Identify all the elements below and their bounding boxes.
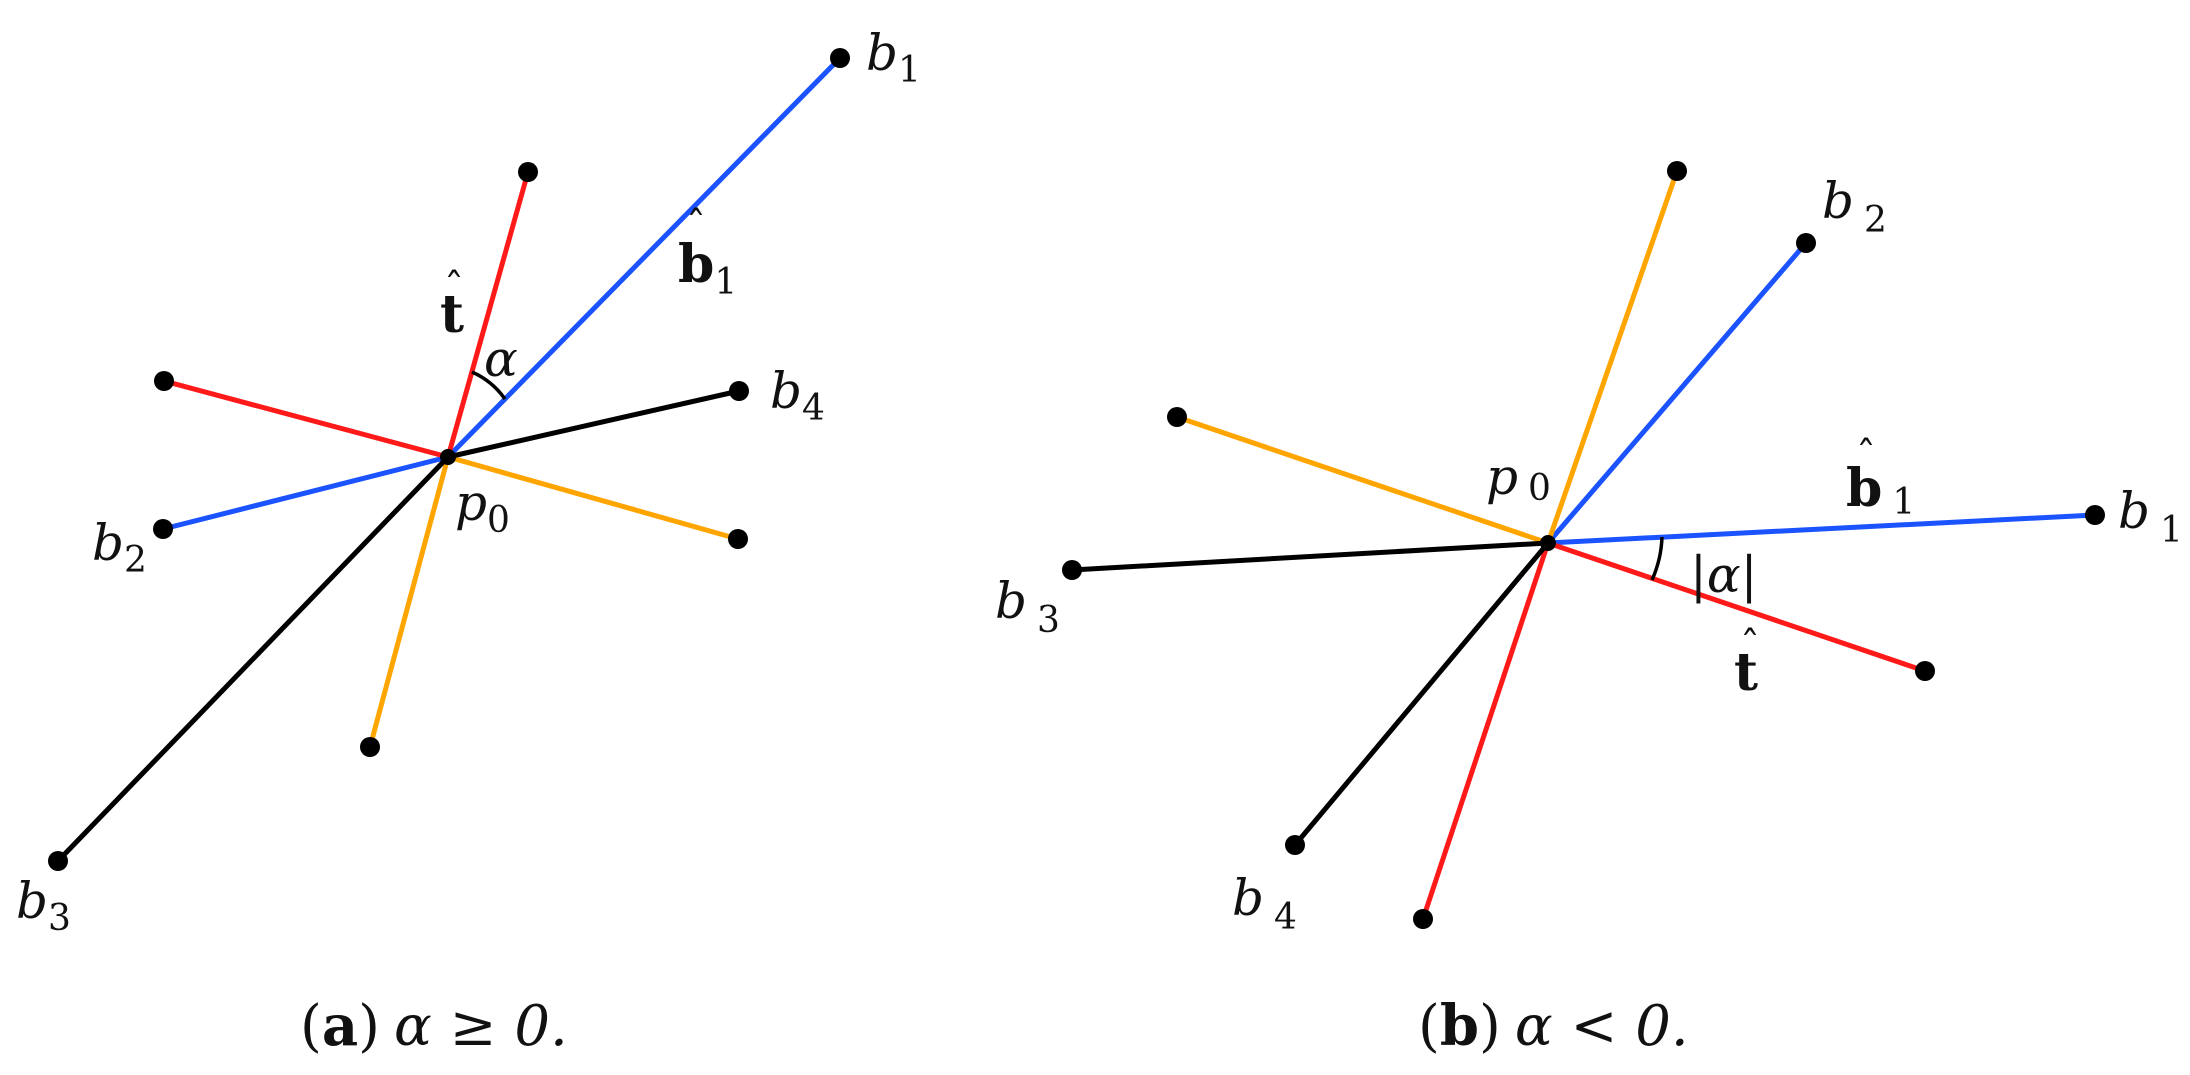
alpha-arc bbox=[471, 370, 507, 401]
line-p0-b1 bbox=[446, 56, 842, 459]
point-orange-right-end bbox=[728, 529, 748, 549]
point-orange-up-end bbox=[1667, 161, 1687, 181]
line-t-hat-up bbox=[445, 171, 531, 458]
label-t-hat: t bbox=[440, 284, 464, 345]
point-orange-down-end bbox=[360, 737, 380, 757]
point-b1 bbox=[830, 48, 850, 68]
label-p0: p0 bbox=[455, 474, 510, 541]
point-p0 bbox=[1540, 535, 1556, 551]
point-p0 bbox=[440, 449, 456, 465]
point-t-hat-end bbox=[1915, 661, 1935, 681]
label-alpha: α bbox=[484, 330, 518, 388]
line-p0-b4 bbox=[1293, 541, 1550, 847]
label-b4: b4 bbox=[770, 362, 825, 429]
line-p0-b2 bbox=[1546, 241, 1808, 545]
point-red-down-end bbox=[1413, 909, 1433, 929]
line-orange-down bbox=[367, 456, 451, 748]
label-b1: b1 bbox=[866, 24, 921, 91]
caption-b: (b)α < 0. bbox=[1418, 993, 1689, 1059]
line-p0-b2 bbox=[162, 454, 449, 532]
panel-a: b1 b2 b3 b4 p0 ˆ t ˆ b1 α (a)α ≥ 0. bbox=[16, 24, 921, 1059]
alpha-abs-arc bbox=[1650, 536, 1664, 581]
line-p0-b1 bbox=[1547, 512, 2096, 546]
point-b3 bbox=[1062, 560, 1082, 580]
line-orange-right bbox=[447, 454, 739, 542]
label-alpha-abs: |α| bbox=[1690, 546, 1757, 604]
point-b4 bbox=[1285, 835, 1305, 855]
caption-a: (a)α ≥ 0. bbox=[300, 993, 568, 1059]
label-b2: b2 bbox=[92, 514, 147, 581]
label-b1-hat-accent: ˆ bbox=[686, 204, 706, 250]
label-t-hat: t bbox=[1734, 642, 1758, 703]
point-b2 bbox=[153, 519, 173, 539]
label-b1-hat: b1 bbox=[678, 234, 737, 303]
point-t-hat-end bbox=[518, 162, 538, 182]
label-b3: b3 bbox=[16, 872, 71, 939]
label-t-hat-accent: ˆ bbox=[1740, 624, 1760, 670]
point-b1 bbox=[2085, 505, 2105, 525]
line-red-down bbox=[1420, 542, 1551, 920]
label-b1-hat-accent: ˆ bbox=[1856, 434, 1876, 480]
line-red-left bbox=[163, 378, 449, 460]
point-red-left-end bbox=[154, 371, 174, 391]
label-t-hat-accent: ˆ bbox=[444, 266, 464, 312]
line-p0-b3 bbox=[56, 455, 450, 863]
point-b3 bbox=[48, 851, 68, 871]
line-p0-b4 bbox=[447, 388, 740, 460]
point-orange-left-end bbox=[1167, 407, 1187, 427]
point-b4 bbox=[729, 381, 749, 401]
line-orange-up bbox=[1545, 170, 1680, 544]
line-t-hat bbox=[1547, 540, 1926, 674]
line-orange-left bbox=[1176, 414, 1549, 546]
point-b2 bbox=[1796, 233, 1816, 253]
line-p0-b3 bbox=[1071, 540, 1549, 573]
